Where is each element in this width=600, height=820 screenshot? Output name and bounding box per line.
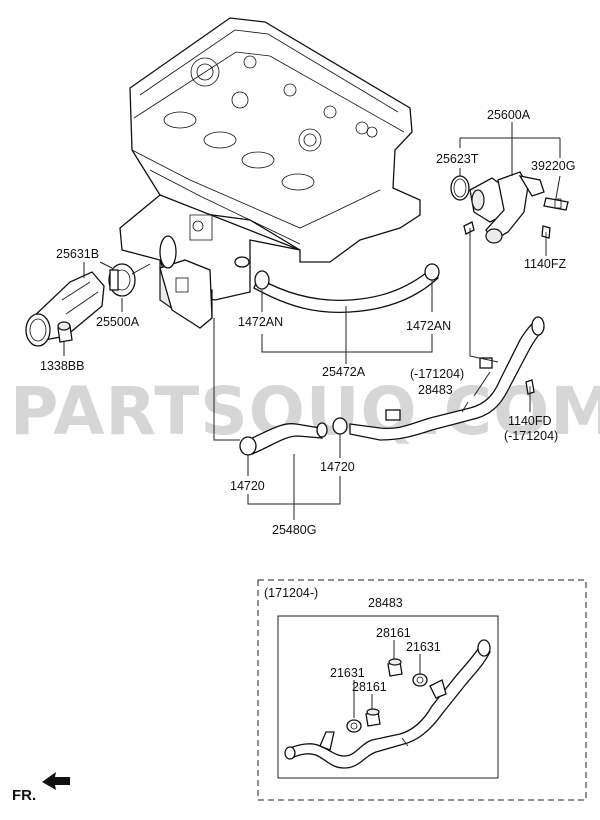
label-1140FZ: 1140FZ	[524, 257, 567, 271]
label-25600A: 25600A	[487, 108, 531, 122]
water-outlet-group	[450, 171, 569, 244]
label-14720-left: 14720	[230, 479, 265, 493]
inset-note: (171204-)	[264, 586, 318, 600]
label-1472AN-right: 1472AN	[406, 319, 451, 333]
label-1338BB: 1338BB	[40, 359, 84, 373]
label-25472A: 25472A	[322, 365, 366, 379]
thermostat-group	[25, 235, 177, 347]
inset-label-28161-top: 28161	[376, 626, 411, 640]
clamp-1472AN-left	[254, 270, 270, 290]
label-39220G: 39220G	[531, 159, 575, 173]
inset-label-21631-left: 21631	[330, 666, 365, 680]
clamp-1472AN-right	[424, 263, 440, 281]
label-28483-note: (-171204)	[410, 367, 464, 381]
label-1140FD: 1140FD	[508, 414, 552, 428]
label-25623T: 25623T	[436, 152, 479, 166]
label-14720-right: 14720	[320, 460, 355, 474]
inset-label-28483: 28483	[368, 596, 403, 610]
fr-label: FR.	[12, 787, 36, 804]
clamp-14720-right	[332, 417, 348, 435]
engine-assembly	[119, 17, 421, 329]
pipe-28483-old	[349, 316, 545, 441]
front-direction-indicator: FR.	[12, 772, 70, 804]
hose-25472A	[253, 263, 440, 313]
hose-25480G	[239, 417, 348, 456]
label-1140FD-note: (-171204)	[504, 429, 558, 443]
leader-lines	[63, 122, 561, 520]
inset-label-28161-left: 28161	[352, 680, 387, 694]
label-1472AN-left: 1472AN	[238, 315, 283, 329]
label-28483: 28483	[418, 383, 453, 397]
front-arrow-icon	[42, 772, 70, 790]
label-25480G: 25480G	[272, 523, 316, 537]
label-25631B: 25631B	[56, 247, 99, 261]
label-25500A: 25500A	[96, 315, 140, 329]
part-labels: 25600A 25623T 39220G 1140FZ 25631B 25500…	[40, 108, 575, 537]
inset-new-pipe: (171204-) 28483 28161 21631 21631 28161	[257, 579, 587, 801]
inset-label-21631-top: 21631	[406, 640, 441, 654]
clamp-14720-left	[239, 436, 257, 456]
